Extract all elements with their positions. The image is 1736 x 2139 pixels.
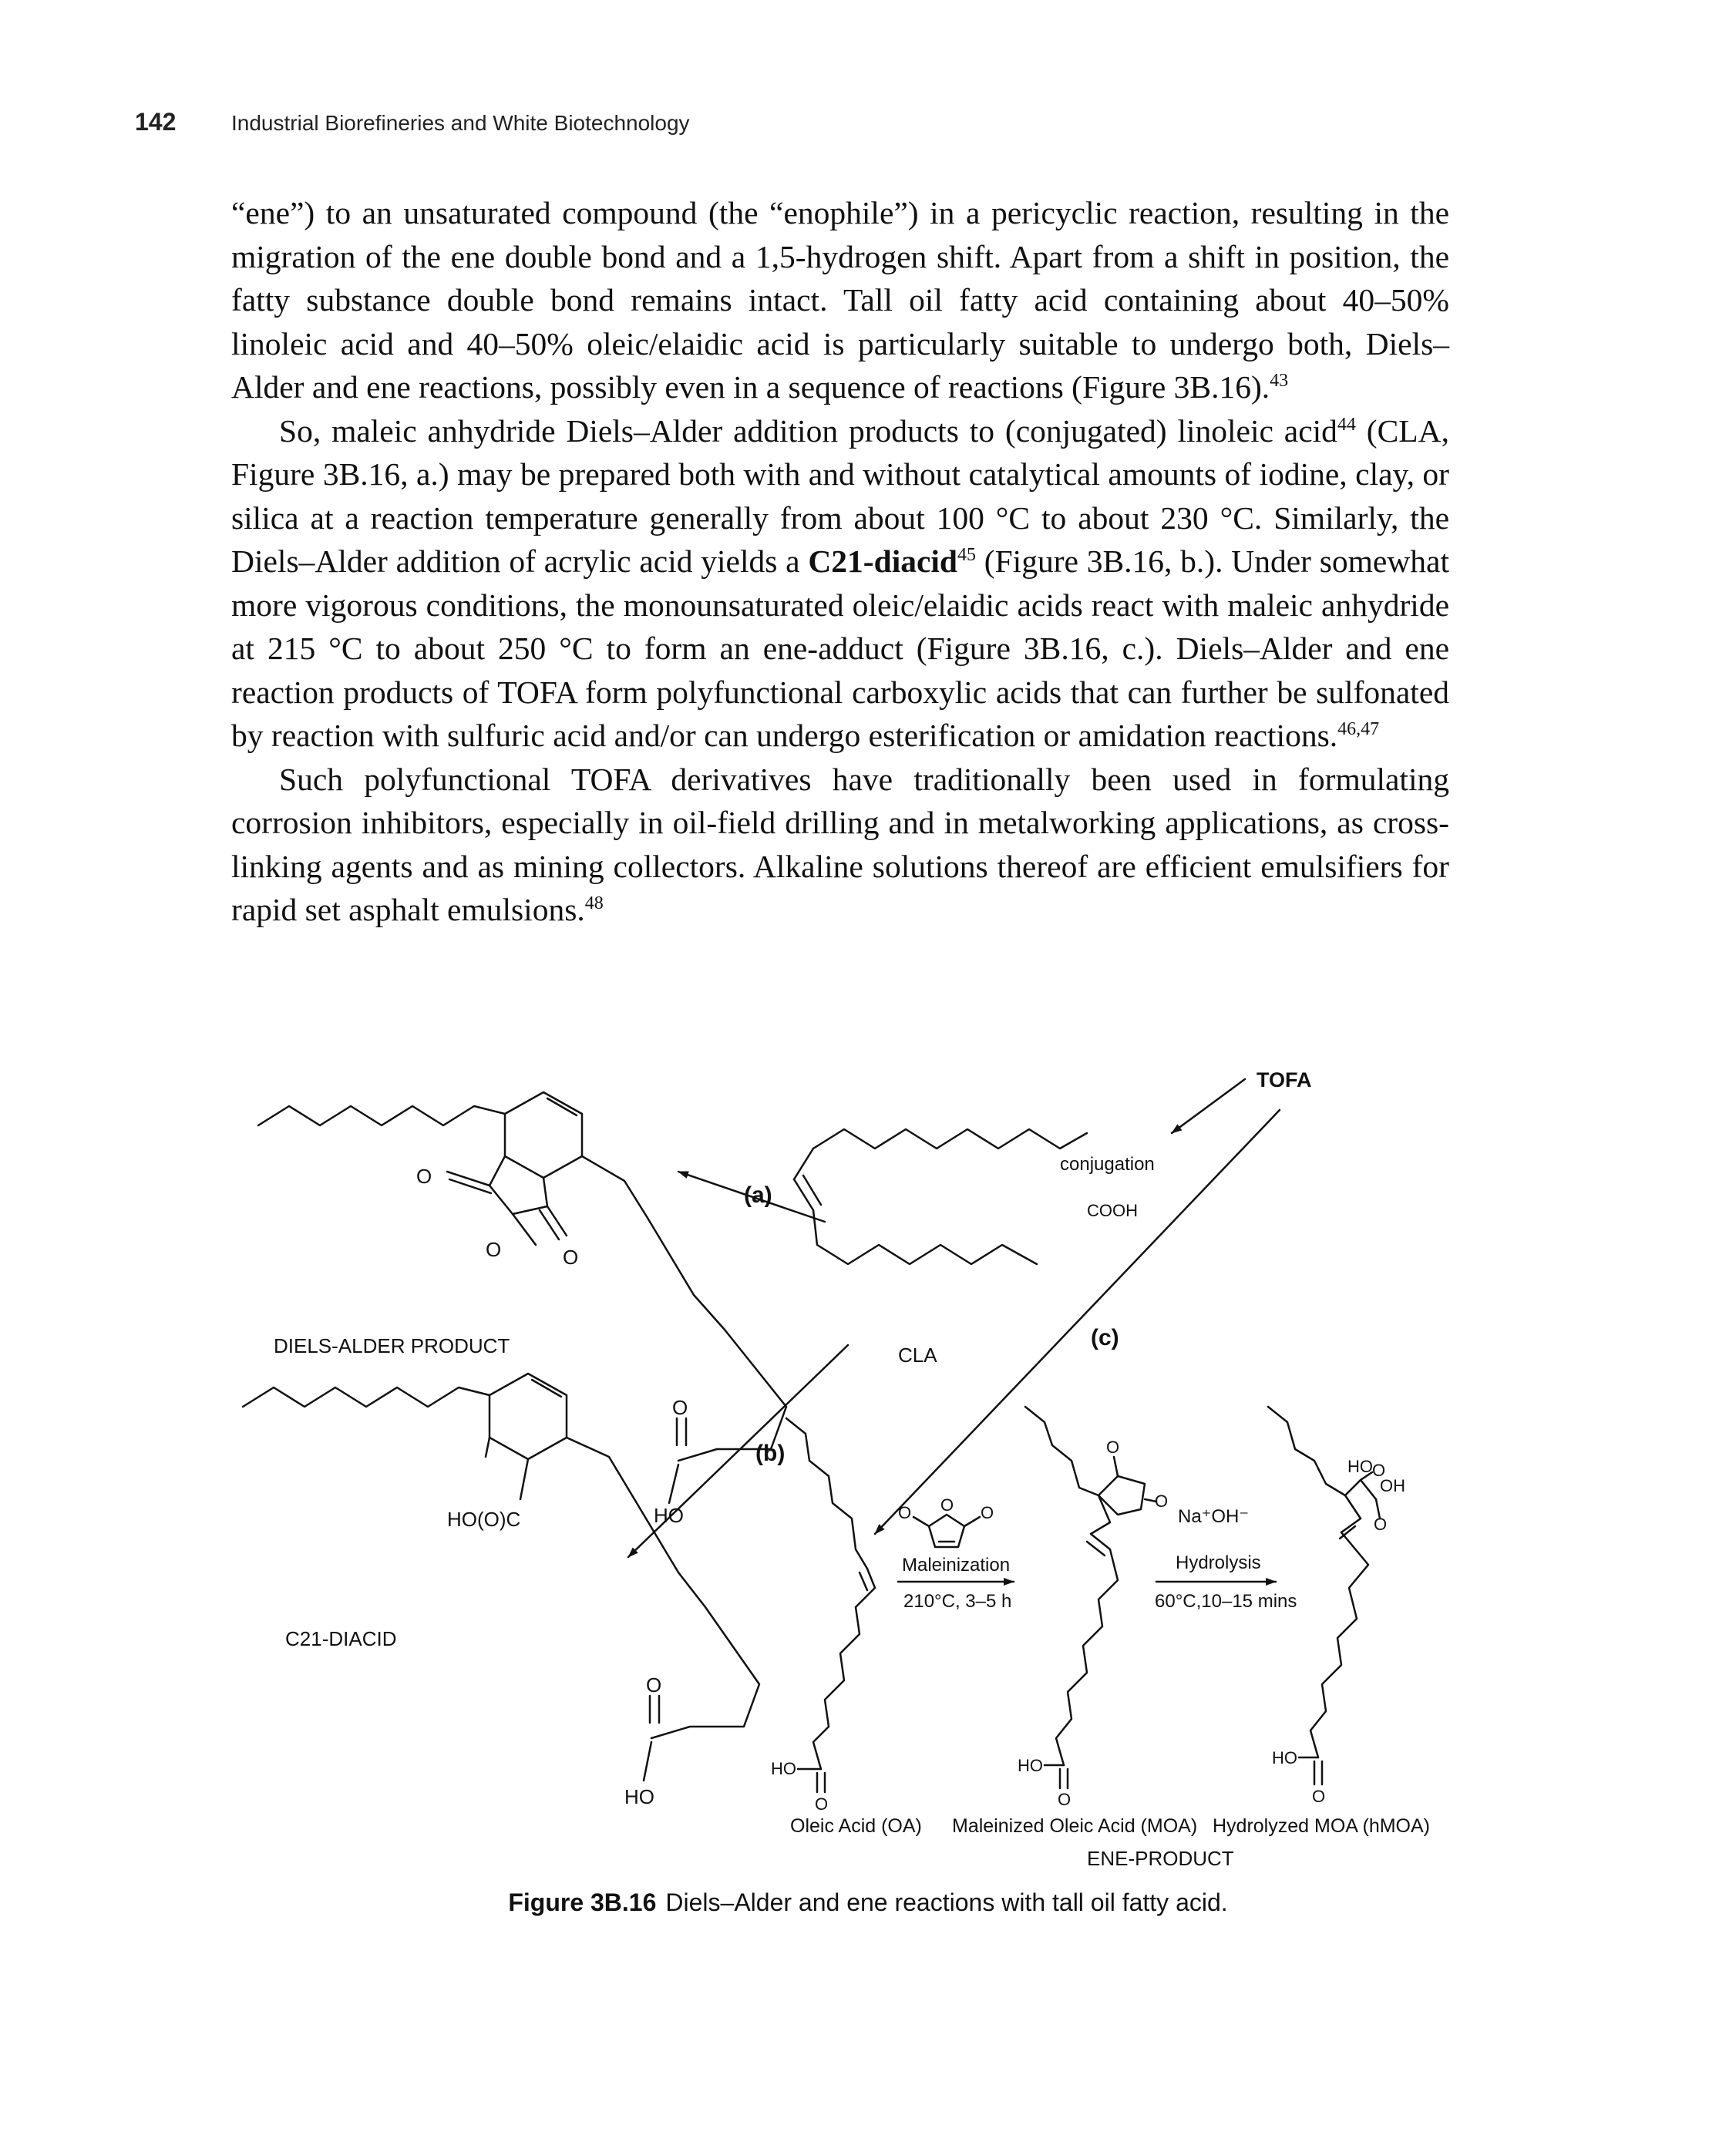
- da-acid-ho: HO: [654, 1504, 684, 1527]
- hmoa-o-lower: O: [1374, 1515, 1387, 1534]
- hmoa-ho-top: HO: [1347, 1457, 1373, 1476]
- c21-diacid-label: C21-DIACID: [285, 1627, 396, 1650]
- moa-label: Maleinized Oleic Acid (MOA): [952, 1815, 1197, 1837]
- ene-product-label: ENE-PRODUCT: [1087, 1847, 1234, 1869]
- paragraph-2-text-b: (CLA, Figure 3B.16, a.) may be prepared …: [231, 412, 1449, 580]
- moa-acid-ho: HO: [1018, 1756, 1043, 1775]
- moa-o-right: O: [1155, 1492, 1168, 1511]
- reaction-c-label: (c): [1091, 1325, 1119, 1350]
- page-number: 142: [135, 108, 177, 136]
- reference-46-47: 46,47: [1337, 719, 1380, 740]
- oleic-acid-label: Oleic Acid (OA): [790, 1815, 922, 1837]
- paragraph-3-text: Such polyfunctional TOFA derivatives hav…: [231, 761, 1449, 928]
- oleic-acid-structure: [785, 1417, 876, 1794]
- reaction-a-label: (a): [744, 1182, 772, 1208]
- tofa-label: TOFA: [1257, 1068, 1312, 1091]
- moa-acid-o: O: [1058, 1790, 1071, 1809]
- diels-alder-product-label: DIELS-ALDER PRODUCT: [274, 1334, 510, 1357]
- maleic-anhydride-structure: [912, 1513, 981, 1549]
- reference-43: 43: [1270, 371, 1289, 392]
- maleic-anhydride-o-ring: O: [940, 1495, 954, 1515]
- hmoa-oh: OH: [1380, 1476, 1405, 1495]
- moa-structure: [1024, 1405, 1158, 1790]
- moa-o-top: O: [1106, 1438, 1119, 1457]
- conjugation-label: conjugation: [1060, 1154, 1155, 1175]
- running-title: Industrial Biorefineries and White Biote…: [231, 111, 690, 135]
- anhydride-carbonyl-o-right: O: [563, 1246, 578, 1269]
- paragraph-2: So, maleic anhydride Diels–Alder additio…: [231, 409, 1449, 758]
- figure-caption-label: Figure 3B.16: [508, 1888, 657, 1916]
- maleinization-label: Maleinization: [902, 1555, 1010, 1576]
- hmoa-acid-o: O: [1312, 1787, 1325, 1806]
- paragraph-2-text-c: (Figure 3B.16, b.). Under somewhat more …: [231, 543, 1449, 753]
- c21-hooc-label: HO(O)C: [447, 1508, 520, 1531]
- c21-diacid-term: C21-diacid: [808, 543, 958, 579]
- c21-diacid-structure: [241, 1372, 761, 1782]
- cooh-label: COOH: [1087, 1201, 1138, 1220]
- reference-44: 44: [1337, 414, 1356, 435]
- maleic-anhydride-o-left: O: [898, 1503, 911, 1522]
- oa-acid-ho: HO: [771, 1759, 796, 1778]
- reaction-scheme-diagram: TOFA conjugation COOH CLA (a) (b) (c) O …: [241, 1068, 1430, 1869]
- cla-label: CLA: [898, 1344, 937, 1367]
- reaction-a-arrow: [677, 1170, 826, 1223]
- reaction-c-arrow: [873, 1108, 1281, 1535]
- reaction-b-arrow: [627, 1344, 849, 1559]
- anhydride-carbonyl-o-left: O: [416, 1165, 432, 1188]
- da-acid-carbonyl-o: O: [672, 1396, 688, 1419]
- hydrolysis-label: Hydrolysis: [1176, 1552, 1261, 1573]
- paragraph-1: “ene”) to an unsaturated compound (the “…: [231, 191, 1449, 409]
- c21-acid-ho: HO: [624, 1785, 654, 1808]
- maleic-anhydride-o-right: O: [981, 1503, 994, 1522]
- paragraph-1-text: “ene”) to an unsaturated compound (the “…: [231, 195, 1449, 405]
- hydrolysis-conditions: 60°C,10–15 mins: [1155, 1591, 1297, 1612]
- figure-3b16: TOFA conjugation COOH CLA (a) (b) (c) O …: [231, 1056, 1465, 1869]
- figure-caption: Figure 3B.16 Diels–Alder and ene reaction…: [0, 1888, 1736, 1917]
- reference-48: 48: [584, 893, 604, 914]
- diels-alder-product-structure: [257, 1091, 788, 1505]
- body-text: “ene”) to an unsaturated compound (the “…: [231, 191, 1449, 932]
- paragraph-2-text-a: So, maleic anhydride Diels–Alder additio…: [279, 412, 1337, 449]
- reaction-b-label: (b): [755, 1441, 785, 1466]
- figure-caption-text: Diels–Alder and ene reactions with tall …: [665, 1888, 1228, 1916]
- maleinization-conditions: 210°C, 3–5 h: [903, 1591, 1011, 1612]
- page-header: 142 Industrial Biorefineries and White B…: [135, 108, 1600, 146]
- naoh-label: Na⁺OH⁻: [1178, 1506, 1249, 1527]
- cla-structure: [792, 1128, 1088, 1266]
- anhydride-ring-o: O: [486, 1238, 501, 1261]
- tofa-conjugation-arrow: [1170, 1078, 1246, 1135]
- c21-acid-carbonyl-o: O: [646, 1673, 661, 1697]
- hmoa-acid-ho: HO: [1272, 1748, 1297, 1767]
- oa-acid-o: O: [815, 1794, 828, 1814]
- paragraph-3: Such polyfunctional TOFA derivatives hav…: [231, 758, 1449, 932]
- hmoa-o-top: O: [1372, 1461, 1385, 1480]
- reference-45: 45: [957, 545, 977, 566]
- hmoa-label: Hydrolyzed MOA (hMOA): [1213, 1815, 1430, 1837]
- hmoa-structure: [1267, 1405, 1381, 1786]
